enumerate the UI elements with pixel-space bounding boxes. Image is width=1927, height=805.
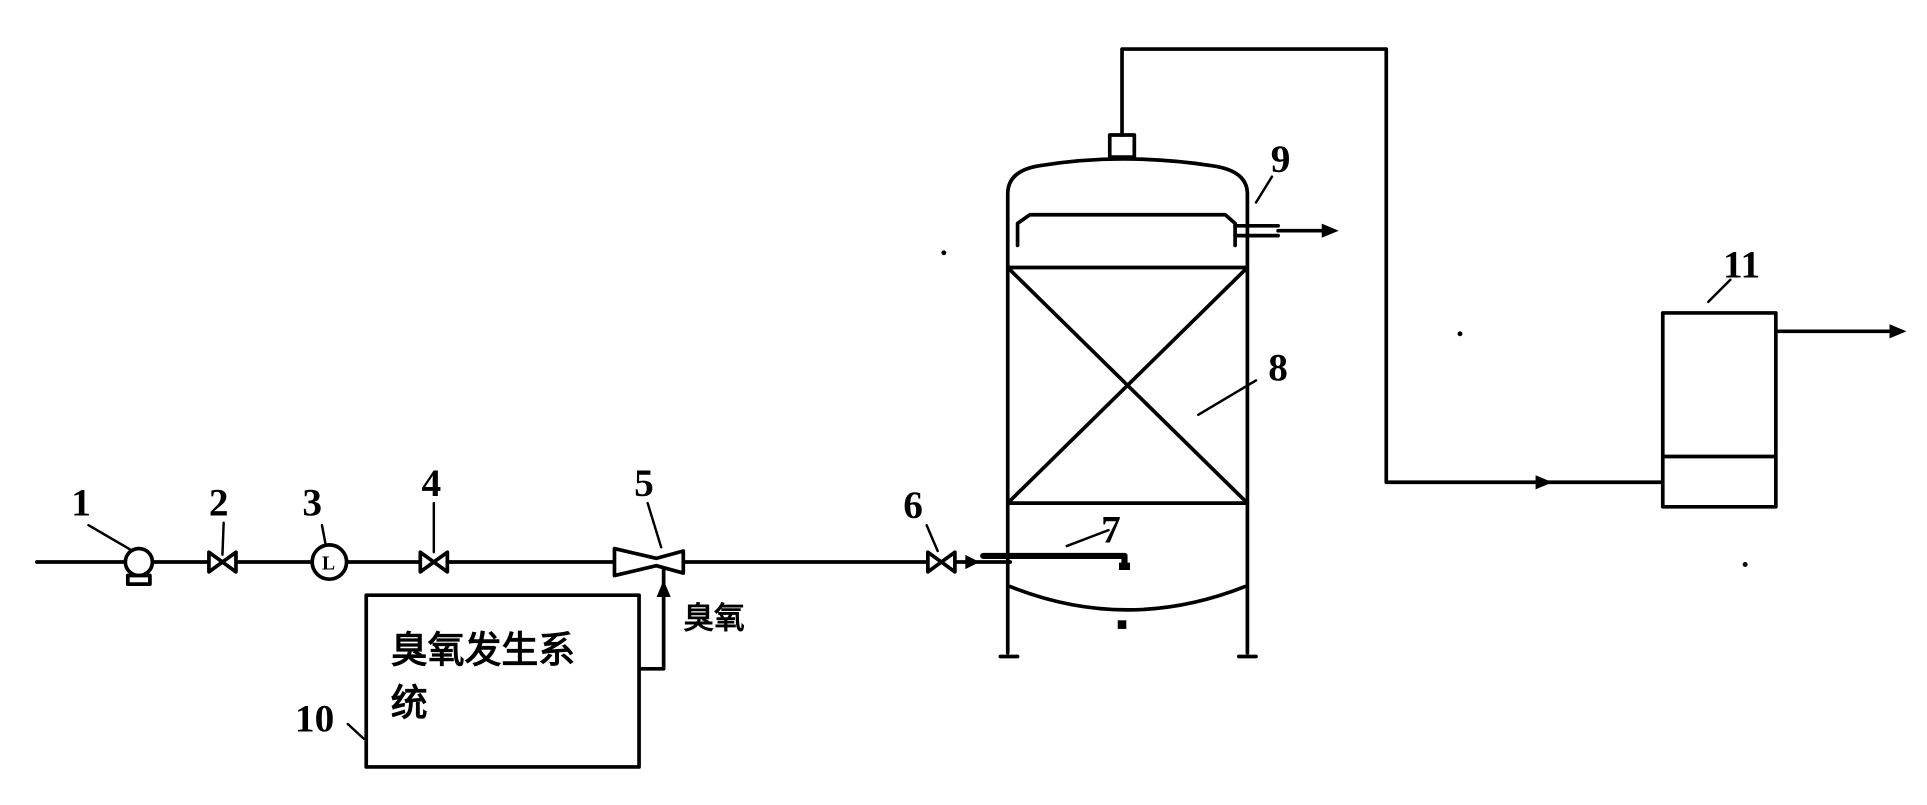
flowmeter-symbol: L xyxy=(322,552,335,574)
label-valve-mid: 4 xyxy=(422,462,442,505)
flowmeter-icon xyxy=(310,543,349,582)
scan-speck xyxy=(1457,331,1463,337)
distributor-nozzle-tip xyxy=(1118,562,1131,571)
reactor-bottom-head xyxy=(1008,584,1247,612)
label-distributor: 7 xyxy=(1101,508,1121,551)
ozone-generator-text-line1: 臭氧发生系 xyxy=(391,629,575,672)
label-valve-inlet: 2 xyxy=(209,481,229,524)
offgas-pipe xyxy=(1120,47,1664,485)
label-packing: 8 xyxy=(1268,346,1288,389)
valve-reactor-icon xyxy=(926,550,957,574)
label-outlet: 9 xyxy=(1271,138,1291,181)
scan-speck xyxy=(1742,562,1748,567)
leader-packing xyxy=(1197,379,1258,416)
leader-flowmeter xyxy=(320,523,327,547)
valve-inlet-icon xyxy=(207,550,238,574)
reactor-drain xyxy=(1117,620,1127,629)
ozone-generator-box xyxy=(364,593,641,769)
reactor-top-nozzle xyxy=(1107,133,1137,159)
pump-base xyxy=(125,573,152,586)
ozone-feed-arrow xyxy=(656,580,671,598)
ozone-generator-text-line2: 统 xyxy=(391,681,428,724)
tank-outlet-arrow xyxy=(1889,324,1907,339)
top-collector xyxy=(1015,212,1237,248)
tank-box xyxy=(1660,311,1778,509)
leader-pump xyxy=(87,523,134,553)
packing-diagonal-b xyxy=(1008,268,1247,503)
leader-ozone-generator xyxy=(346,722,365,740)
label-pump: 1 xyxy=(71,481,91,524)
ozone-inlet-label: 臭氧 xyxy=(683,601,745,636)
outlet-arrow xyxy=(1321,223,1339,238)
ozone-feed-pipe xyxy=(637,567,666,671)
label-ozone-generator: 10 xyxy=(295,697,334,740)
label-flowmeter: 3 xyxy=(302,481,322,524)
leader-valve-inlet xyxy=(221,521,225,556)
pump xyxy=(123,546,155,586)
leader-valve-reactor xyxy=(925,523,939,553)
ejector-icon xyxy=(612,546,686,578)
pump-icon xyxy=(123,546,155,578)
offgas-arrow xyxy=(1535,475,1553,490)
label-ejector: 5 xyxy=(634,462,654,505)
leader-tank xyxy=(1707,278,1732,304)
label-tank: 11 xyxy=(1723,243,1760,286)
leader-outlet xyxy=(1254,175,1274,204)
reactor-inlet-arrow xyxy=(965,554,980,570)
leader-ejector xyxy=(646,501,663,549)
leader-distributor xyxy=(1065,528,1110,548)
scan-speck xyxy=(941,250,947,256)
label-valve-reactor: 6 xyxy=(903,484,923,527)
valve-mid-icon xyxy=(418,550,450,574)
